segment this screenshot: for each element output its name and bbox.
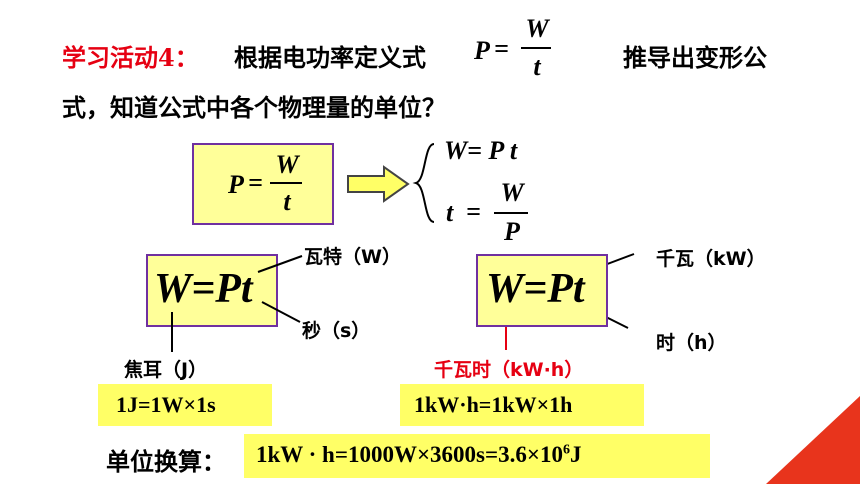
box-formula-eq: = — [248, 168, 263, 197]
box-formula-num: W — [275, 150, 299, 179]
activity-label: 学习活动4： — [62, 43, 199, 72]
result2-den: P — [504, 217, 520, 246]
header-prompt: 根据电功率定义式 — [234, 43, 426, 72]
right-formula-box — [476, 254, 608, 327]
result-formula-1: W= P t — [444, 136, 518, 165]
box-formula-lhs: P — [228, 170, 244, 199]
conversion-equation-main: 1kW · h=1000W×3600s=3.6×10 — [256, 442, 563, 467]
result2-num: W — [500, 178, 524, 207]
header-fraction-bar — [521, 47, 551, 49]
header-formula-den: t — [533, 52, 541, 81]
label-hour: 时（h） — [656, 332, 727, 354]
left-equation: 1J=1W×1s — [116, 392, 216, 417]
box-fraction-bar — [270, 182, 302, 184]
result2-fraction-bar — [494, 212, 528, 214]
result2-eq: = — [466, 197, 481, 226]
right-equation: 1kW·h=1kW×1h — [414, 392, 573, 417]
result2-lhs: t — [446, 198, 454, 227]
conversion-box — [244, 434, 710, 478]
label-kilowatt: 千瓦（kW） — [656, 248, 766, 270]
corner-decoration — [766, 396, 860, 484]
header-prompt-tail: 推导出变形公 — [623, 43, 767, 72]
header-formula-num: W — [525, 14, 549, 43]
left-formula-box — [146, 254, 278, 327]
header-line2: 式，知道公式中各个物理量的单位？ — [62, 93, 446, 122]
left-formula-text: W=Pt — [154, 266, 253, 312]
label-watt: 瓦特（W） — [304, 246, 401, 268]
conversion-equation: 1kW · h=1000W×3600s=3.6×106J — [256, 442, 581, 468]
right-arrow-icon — [347, 165, 410, 203]
conversion-label: 单位换算： — [106, 447, 226, 476]
box-formula-den: t — [283, 187, 291, 216]
header-formula-lhs: P — [474, 36, 490, 65]
label-second: 秒（s） — [302, 320, 371, 342]
derivation-box — [192, 143, 334, 225]
conversion-equation-exp: 6 — [562, 442, 570, 458]
header-formula-eq: = — [494, 34, 509, 63]
left-equation-box — [98, 384, 272, 426]
conversion-equation-unit: J — [569, 442, 582, 467]
right-equation-box — [400, 384, 644, 426]
label-kilowatt-hour: 千瓦时（kW·h） — [434, 359, 584, 381]
brace-icon — [412, 143, 435, 223]
right-formula-text: W=Pt — [486, 266, 585, 312]
label-joule: 焦耳（J） — [124, 359, 208, 381]
